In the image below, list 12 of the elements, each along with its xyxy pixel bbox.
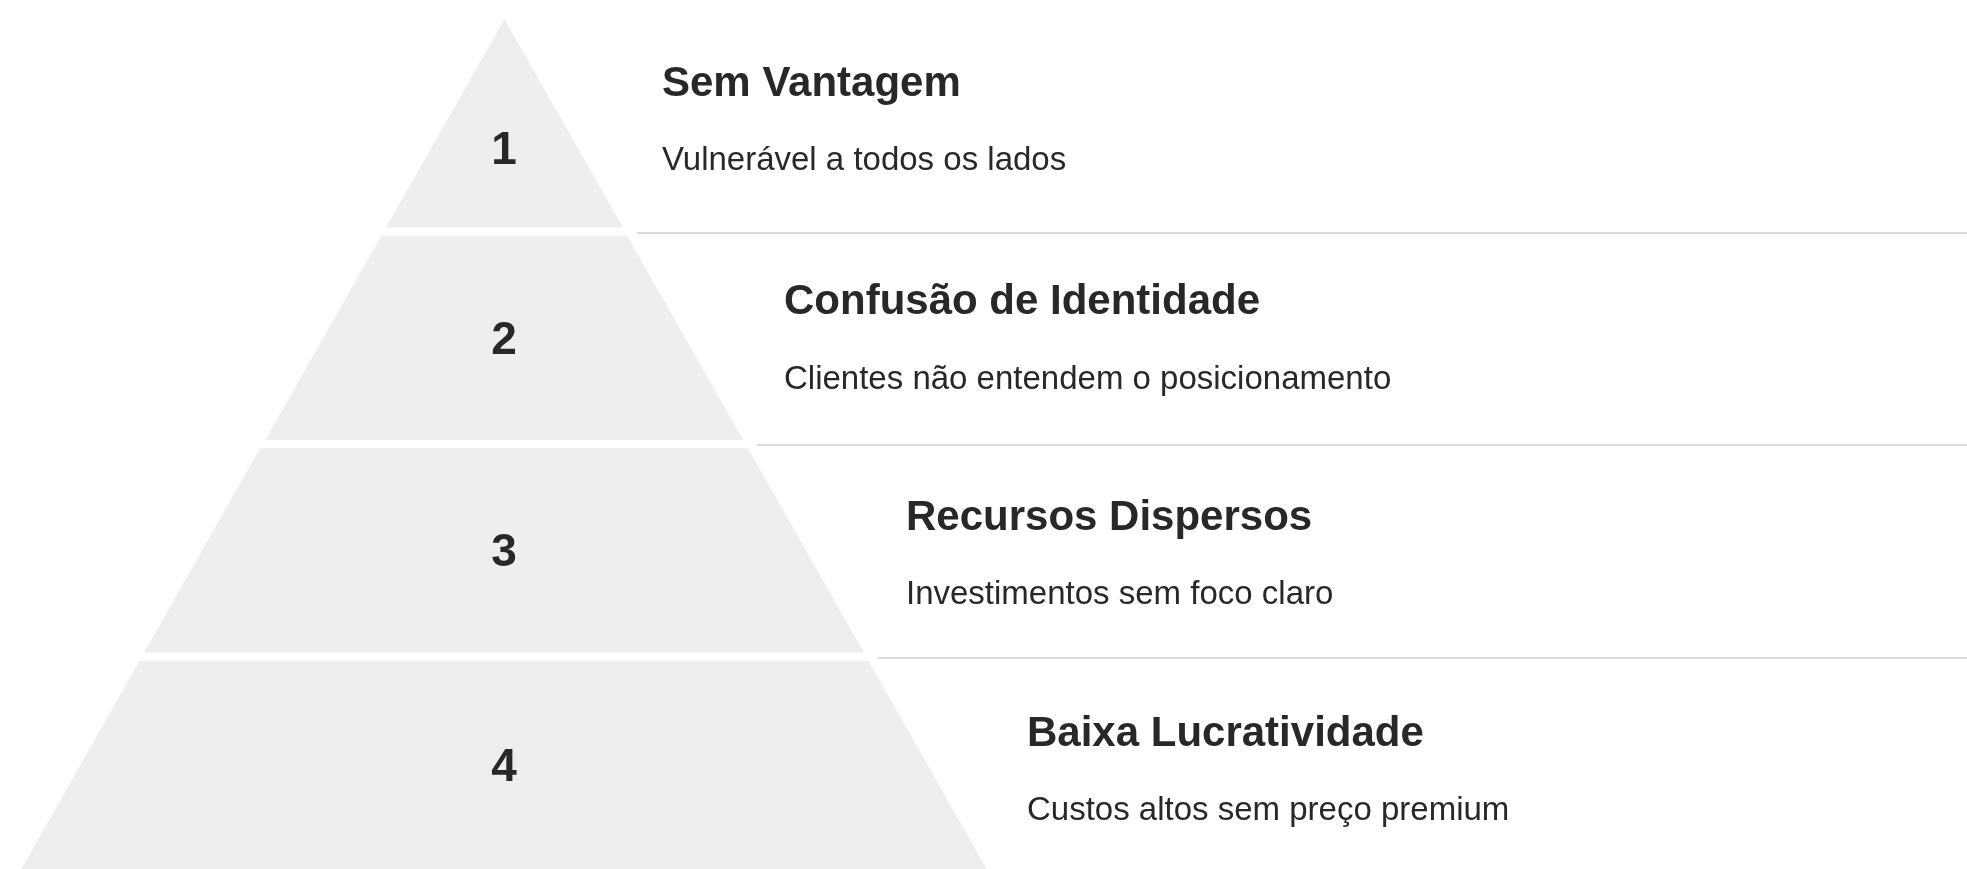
tier-number: 3	[490, 527, 518, 574]
tier-heading: Sem Vantagem	[662, 58, 961, 106]
tier-heading: Confusão de Identidade	[784, 276, 1261, 324]
tier-description: Custos altos sem preço premium	[1027, 789, 1510, 829]
tier-heading: Baixa Lucratividade	[1027, 708, 1424, 756]
tier-number: 1	[490, 125, 518, 172]
tier-number: 2	[490, 314, 518, 361]
tier-number: 4	[490, 741, 518, 788]
tier-description: Investimentos sem foco claro	[906, 573, 1334, 613]
tier-description: Clientes não entendem o posicionamento	[784, 358, 1392, 398]
tier-description: Vulnerável a todos os lados	[662, 139, 1067, 179]
tier-heading: Recursos Dispersos	[906, 492, 1313, 540]
